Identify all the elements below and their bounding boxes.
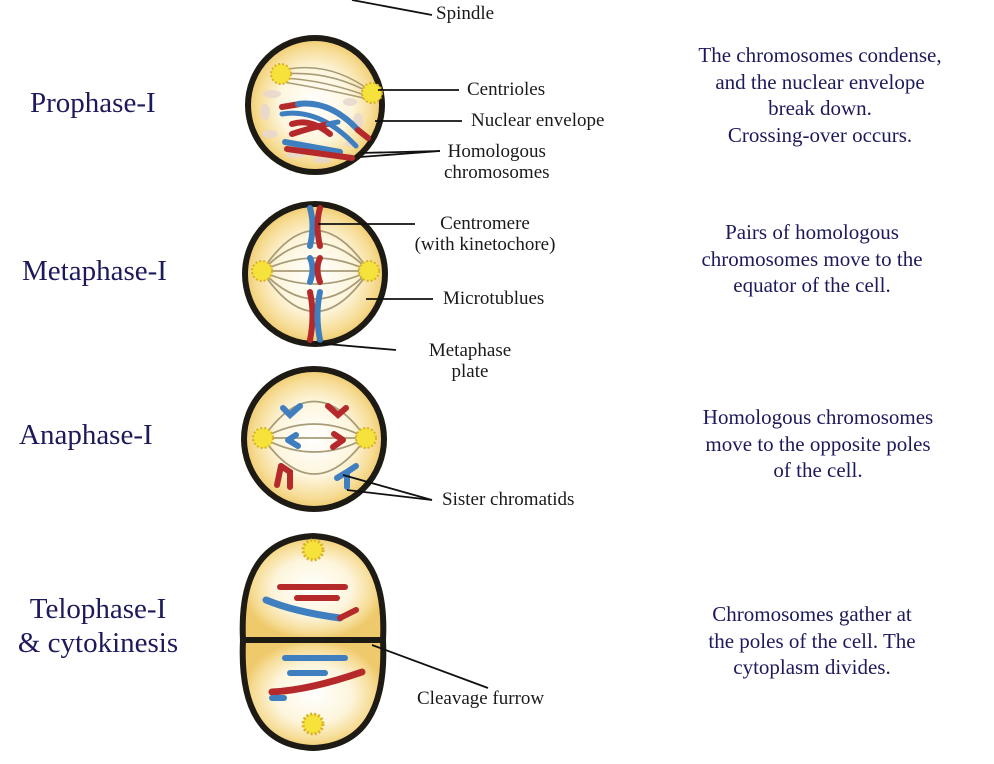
centriole-icon <box>358 260 380 282</box>
description-telophase: Chromosomes gather at the poles of the c… <box>668 601 956 681</box>
label-spindle: Spindle <box>436 3 494 24</box>
stage-title-line: Telophase-I <box>29 593 167 625</box>
description-line: cytoplasm divides. <box>733 655 891 679</box>
stage-title-line: & cytokinesis <box>17 627 179 659</box>
telophase-cells <box>239 532 387 752</box>
label-line: Nuclear envelope <box>471 110 605 131</box>
label-line: plate <box>451 361 489 382</box>
description-line: Crossing-over occurs. <box>727 122 913 147</box>
spindle-fibers <box>262 400 367 475</box>
anaphase-cell <box>241 366 387 512</box>
label-line: chromosomes <box>444 162 550 183</box>
metaphase-cell <box>242 201 388 347</box>
description-line: break down. <box>768 96 872 120</box>
stage-title-telophase: Telophase-I & cytokinesis <box>0 592 196 660</box>
description-anaphase: Homologous chromosomes move to the oppos… <box>668 404 968 484</box>
centriole-icon <box>270 63 292 85</box>
leader-lines <box>314 0 489 689</box>
description-line: equator of the cell. <box>733 273 891 297</box>
label-line: Metaphase <box>428 340 512 361</box>
homologous-chromosomes <box>279 100 371 161</box>
description-line: Chromosomes gather at <box>712 602 912 626</box>
label-line: Homologous <box>447 141 546 162</box>
description-metaphase: Pairs of homologous chromosomes move to … <box>662 219 962 299</box>
description-line: Homologous chromosomes <box>702 405 934 429</box>
label-homologous-chromosomes: Homologous chromosomes <box>444 141 550 183</box>
label-line: Spindle <box>436 3 495 24</box>
daughter-cell-bottom <box>239 637 387 752</box>
label-line: Cleavage furrow <box>417 688 545 709</box>
description-line: The chromosomes condense, <box>698 43 942 67</box>
prophase-cell <box>245 35 385 175</box>
centriole-icon <box>355 427 377 449</box>
label-nuclear-envelope: Nuclear envelope <box>471 110 604 131</box>
stage-title-prophase: Prophase-I <box>30 86 156 120</box>
label-line: Microtublues <box>443 288 545 309</box>
label-sister-chromatids: Sister chromatids <box>442 489 574 510</box>
chromosomes-bottom <box>268 655 366 701</box>
chromosome-pairs <box>307 205 323 343</box>
description-line: chromosomes move to the <box>701 246 923 271</box>
stage-title-line: Metaphase-I <box>22 255 167 287</box>
label-centrioles: Centrioles <box>467 79 545 100</box>
description-line: of the cell. <box>773 458 863 482</box>
description-line: and the nuclear envelope <box>715 69 925 94</box>
label-centromere: Centromere (with kinetochore) <box>400 213 570 255</box>
label-cleavage-furrow: Cleavage furrow <box>417 688 544 709</box>
separating-chromosomes <box>274 403 359 490</box>
stage-title-line: Prophase-I <box>30 87 156 119</box>
label-line: Centrioles <box>467 79 546 100</box>
description-prophase: The chromosomes condense, and the nuclea… <box>662 42 978 148</box>
centriole-icon <box>252 427 274 449</box>
stage-title-line: Anaphase-I <box>19 419 153 451</box>
centriole-icon <box>301 712 325 736</box>
stage-title-anaphase: Anaphase-I <box>19 418 153 452</box>
label-microtubules: Microtublues <box>443 288 544 309</box>
label-line: (with kinetochore) <box>414 234 556 255</box>
description-line: Pairs of homologous <box>725 220 899 244</box>
centriole-icon <box>251 260 273 282</box>
centriole-icon <box>301 538 325 562</box>
label-line: Centromere <box>440 213 530 234</box>
centriole-icon <box>361 82 383 104</box>
label-metaphase-plate: Metaphase plate <box>413 340 527 382</box>
label-line: Sister chromatids <box>442 489 575 510</box>
stage-title-metaphase: Metaphase-I <box>22 254 167 288</box>
chromosomes-top <box>262 584 359 622</box>
description-line: the poles of the cell. The <box>708 628 916 653</box>
description-line: move to the opposite poles <box>705 431 931 456</box>
